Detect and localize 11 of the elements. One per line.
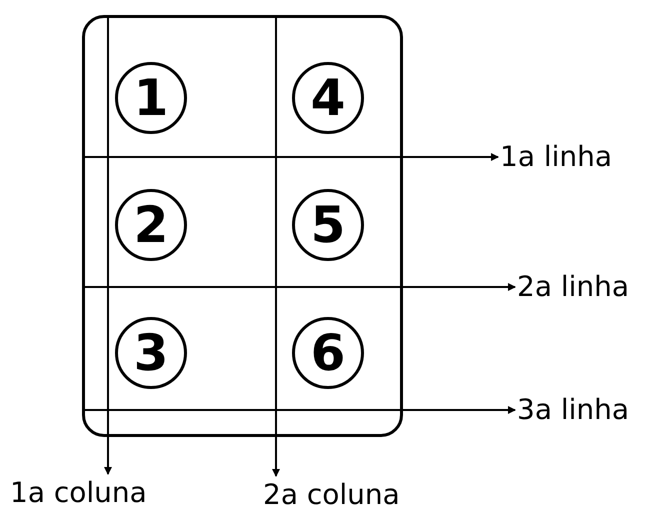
axis-label: 1a coluna [10,476,190,510]
arrow [104,15,112,475]
axis-label: 3a linha [517,393,663,427]
arrow [272,15,280,477]
arrow [82,283,516,291]
axis-label: 1a linha [500,140,650,174]
axis-label: 2a coluna [263,478,447,512]
arrow [82,153,499,161]
card-outline [82,15,403,437]
arrow [82,406,516,414]
axis-label: 2a linha [517,270,663,304]
